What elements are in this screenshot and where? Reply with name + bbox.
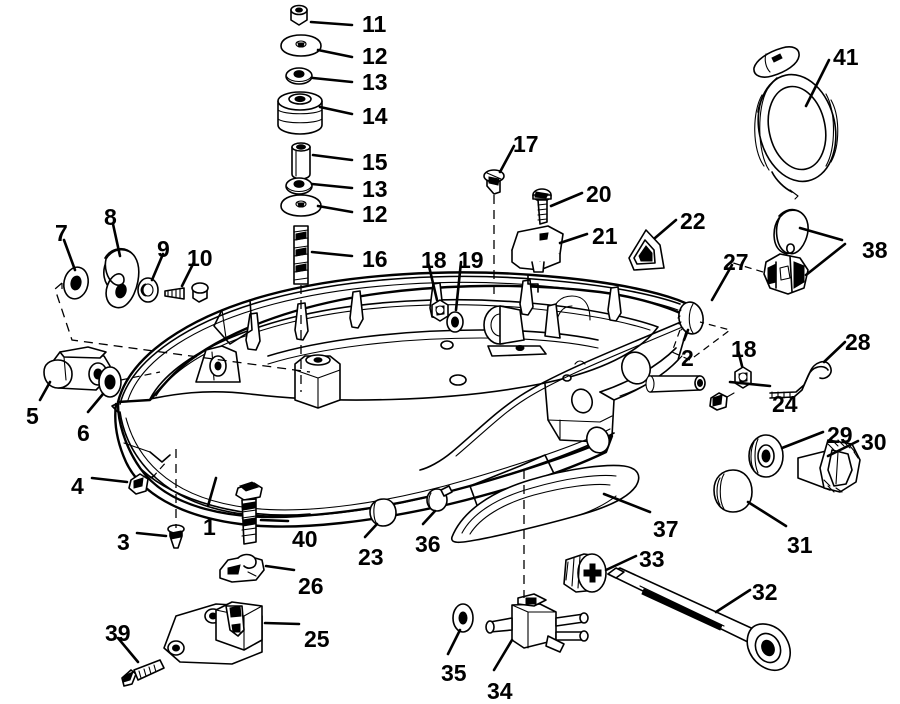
callout-31-rubber-end-cap: 31 [787, 532, 813, 558]
part-10-hex-screw [164, 282, 209, 303]
callout-19-cup-washer: 19 [458, 247, 484, 273]
callout-26-cable-clamp-bracket: 26 [298, 573, 324, 599]
part-18-locknut-upper [431, 299, 449, 322]
part-23-rubber-cap [369, 498, 397, 527]
part-20-round-head-screw [532, 188, 552, 225]
callout-41-coiled-tether-lanyard: 41 [833, 44, 859, 70]
part-24-pivot-pin [709, 392, 735, 411]
part-3-drain-plug [167, 449, 185, 549]
callout-3-drain-plug-fitting: 3 [117, 529, 130, 555]
part-17-slotted-screw [483, 169, 505, 300]
callout-13-small-cup-washer: 13 [362, 176, 388, 202]
upper-mount-stack [277, 4, 323, 392]
connecting-rod [645, 375, 706, 393]
callout-40-hex-flange-screw: 40 [292, 526, 318, 552]
part-40-flange-screw [235, 481, 263, 545]
part-33-knurled-nut [563, 553, 607, 593]
callout-16-threaded-stud: 16 [362, 246, 388, 272]
part-9-cup-washer [137, 277, 159, 303]
part-11-hex-locknut [290, 4, 308, 26]
part-12-large-washer-top [280, 34, 322, 57]
part-19-cup-washer [446, 311, 464, 333]
latch-hardware-group [54, 247, 311, 373]
callout-13-small-cup-washer: 13 [362, 69, 388, 95]
callout-23-rubber-cap-plug: 23 [358, 544, 384, 570]
callout-18-hex-locknut: 18 [731, 336, 757, 362]
callout-6-pivot-washer: 6 [77, 420, 90, 446]
callout-leader-lines [38, 20, 860, 672]
callout-8-hook-retainer-plate: 8 [104, 204, 117, 230]
callout-35-seal-washer: 35 [441, 660, 467, 686]
callout-10-hex-head-screw: 10 [187, 245, 213, 271]
part-35-seal-washer [452, 603, 474, 633]
callout-15-spacer-sleeve: 15 [362, 149, 388, 175]
part-21-latch-striker [511, 225, 564, 293]
callout-17-slotted-screw: 17 [513, 131, 539, 157]
part-13-cup-washer-bottom [285, 177, 313, 195]
callout-22-triangular-grommet: 22 [680, 208, 706, 234]
part-37-carry-handle [451, 464, 640, 544]
part-41-coiled-tether [753, 46, 839, 200]
callout-25-steering-bracket-mount: 25 [304, 626, 330, 652]
part-14-rubber-mount [277, 91, 323, 135]
part-2-cover-seal [671, 301, 732, 361]
callout-2-cover-seal-strip: 2 [681, 345, 694, 371]
callout-36-ball-detent-plug: 36 [415, 531, 441, 557]
part-4-plug-fastener [128, 459, 169, 495]
callout-39-slotted-machine-screw: 39 [105, 620, 131, 646]
callout-12-large-flat-washer: 12 [362, 201, 388, 227]
callout-20-round-head-screw: 20 [586, 181, 612, 207]
callout-1-lower-engine-cover: 1 [203, 514, 216, 540]
part-31-rubber-end-cap [713, 469, 753, 513]
part-28-shift-lever [769, 360, 832, 399]
part-39-machine-screw [121, 659, 165, 687]
callout-33-knurled-nut: 33 [639, 546, 665, 572]
part-16-threaded-stud [293, 225, 309, 285]
part-15-spacer-sleeve [291, 142, 311, 180]
part-34-fuel-connector [485, 470, 589, 653]
part-30-knurled-knob [797, 439, 861, 493]
callout-30-knurled-knob-screw: 30 [861, 429, 887, 455]
part-12-large-washer-bottom [280, 194, 322, 217]
part-26-cable-clamp [219, 553, 265, 583]
callout-4-rubber-plug-fastener: 4 [71, 473, 84, 499]
callout-37-carry-handle: 37 [653, 516, 679, 542]
part-32-clamp-screw-rod [607, 567, 791, 672]
part-6-pivot-washer [98, 366, 161, 398]
callout-27-grommet-fitting: 27 [723, 249, 749, 275]
part-27-grommet [729, 253, 809, 295]
part-38-retaining-clip [773, 208, 847, 277]
callout-5-latch-lever-assembly: 5 [26, 403, 39, 429]
part-29-thrust-washer [748, 434, 784, 478]
callout-38-retaining-clip: 38 [862, 237, 888, 263]
part-36-ball-plug [426, 485, 453, 512]
cover-right-face-holes [562, 351, 652, 454]
callout-7-washer: 7 [55, 220, 68, 246]
part-25-steering-bracket [163, 601, 263, 665]
part-8-hook-retainer [103, 247, 140, 309]
part-22-triangular-grommet [628, 229, 665, 271]
callout-32-clamp-screw-rod: 32 [752, 579, 778, 605]
callout-9-cup-washer: 9 [157, 236, 170, 262]
callout-29-thrust-washer: 29 [827, 422, 853, 448]
callout-28-shift-rod-lever: 28 [845, 329, 871, 355]
callout-12-large-flat-washer: 12 [362, 43, 388, 69]
callout-21-latch-striker-block: 21 [592, 223, 618, 249]
callout-34-fuel-connector-valve: 34 [487, 678, 513, 704]
part-13-cup-washer-top [285, 67, 313, 85]
callout-18-hex-locknut: 18 [421, 247, 447, 273]
callout-11-hex-locknut: 11 [362, 11, 387, 37]
callout-24-pivot-pin: 24 [772, 391, 798, 417]
cover-interior-ribs [195, 279, 622, 409]
callout-14-rubber-mount-grommet: 14 [362, 103, 388, 129]
part-7-washer [62, 266, 90, 300]
